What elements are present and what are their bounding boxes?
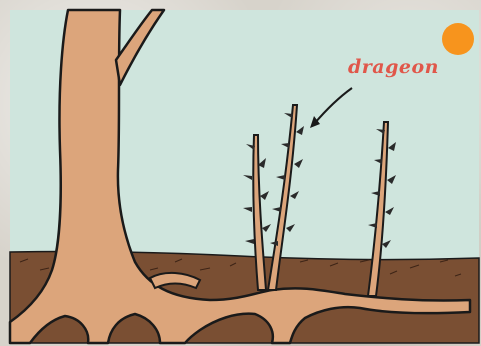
orange-dot-icon: [442, 23, 474, 55]
diagram-label: drageon: [348, 58, 439, 77]
